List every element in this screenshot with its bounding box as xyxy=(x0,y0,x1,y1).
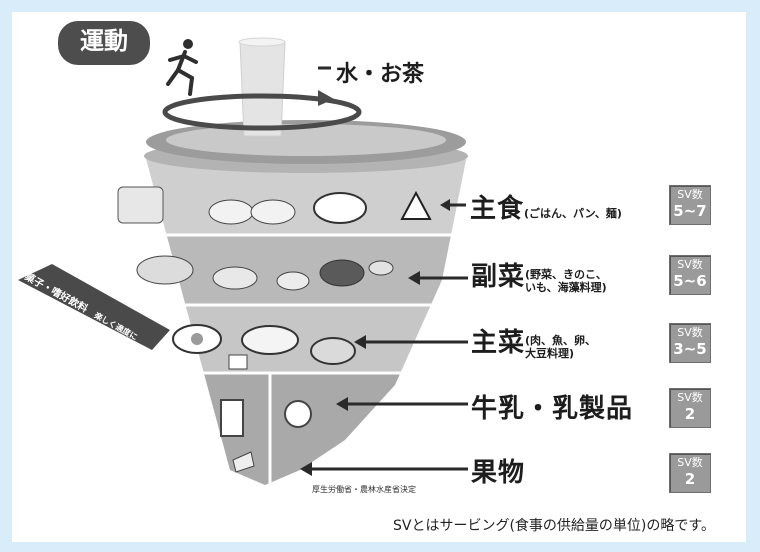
onigiri-icon xyxy=(400,190,432,220)
tier-band-dairy-fruit xyxy=(145,373,467,485)
footnote: SVとはサービング(食事の供給量の単位)の略です。 xyxy=(393,518,715,534)
tier-dairy-label: 牛乳・乳製品 xyxy=(471,394,634,424)
water-tea-label: 水・お茶 xyxy=(336,62,425,87)
tier-protein-label: 主菜(肉、魚、卵、大豆料理) xyxy=(471,328,597,360)
snack-ribbon xyxy=(18,264,170,350)
side-dish-icon xyxy=(212,266,258,290)
soup-bowl-icon xyxy=(319,259,365,287)
water-glass xyxy=(239,41,286,137)
pointer-arrows xyxy=(300,66,468,476)
salad-icon xyxy=(136,255,194,285)
rice-bowl-icon xyxy=(208,199,254,225)
tier-band-protein xyxy=(145,305,467,373)
cheese-icon xyxy=(232,451,255,473)
rotation-arrow-icon xyxy=(318,90,334,106)
bread-icon xyxy=(117,186,164,224)
tier-vegetable-label: 副菜(野菜、きのこ、いも、海藻料理) xyxy=(471,262,607,294)
rotation-ring xyxy=(162,93,362,131)
noodle-bowl-icon xyxy=(313,192,367,224)
runner-icon xyxy=(166,39,198,96)
tier-band-vegetable xyxy=(145,235,467,305)
tofu-icon xyxy=(228,354,248,370)
meat-plate-icon xyxy=(310,337,356,365)
milk-glass-icon xyxy=(220,399,244,437)
tier-fruit-label: 果物 xyxy=(471,458,526,488)
tier-grain-label: 主食(ごはん、パン、麺) xyxy=(470,194,622,224)
exercise-bubble: 運動 xyxy=(58,21,150,65)
seaweed-dish-icon xyxy=(368,260,394,276)
fish-plate-icon xyxy=(241,325,299,355)
rice-bowl-icon-2 xyxy=(250,199,296,225)
credit-text: 厚生労働省・農林水産省決定 xyxy=(312,485,416,494)
apple-icon xyxy=(284,400,312,428)
small-dish-icon xyxy=(276,271,310,291)
